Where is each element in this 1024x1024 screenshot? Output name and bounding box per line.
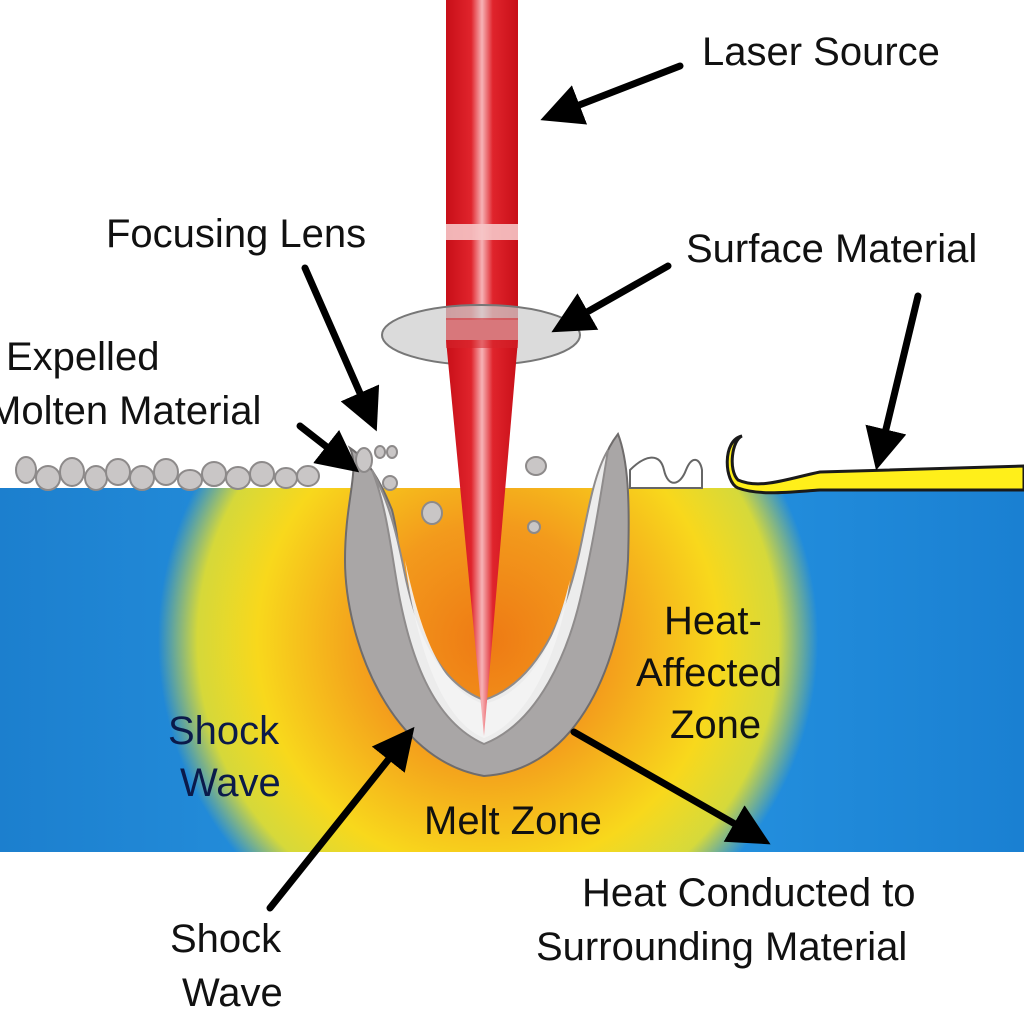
label-shock-wave-inner-line2: Wave xyxy=(180,761,281,805)
label-haz-line2: Affected xyxy=(636,651,782,695)
expelled-debris xyxy=(15,456,320,491)
surface-material-layer xyxy=(725,434,1024,495)
label-heat-conducted-line1: Heat Conducted to xyxy=(582,871,916,915)
label-melt-zone: Melt Zone xyxy=(424,799,602,843)
label-expelled-line2: Molten Material xyxy=(0,389,261,433)
arrow-surface-material xyxy=(551,262,672,333)
arrow-surface-layer xyxy=(865,292,922,471)
arrow-shock-wave-outer xyxy=(266,726,415,912)
surface-ridge xyxy=(629,456,703,489)
laser-source-band xyxy=(446,224,518,240)
label-surface-material: Surface Material xyxy=(686,227,977,271)
label-heat-conducted-line2: Surrounding Material xyxy=(536,925,907,969)
laser-beam xyxy=(446,0,518,320)
converging-beam xyxy=(446,340,518,736)
label-shock-wave-outer-line2: Wave xyxy=(182,971,283,1015)
molten-droplets xyxy=(355,445,547,534)
label-laser-source: Laser Source xyxy=(702,30,940,74)
label-expelled-line1: Expelled xyxy=(6,335,159,379)
arrow-heat-conducted xyxy=(570,728,771,845)
label-focusing-lens: Focusing Lens xyxy=(106,212,366,256)
annotation-arrows xyxy=(266,62,922,912)
label-shock-wave-inner-line1: Shock xyxy=(168,709,280,753)
arrow-laser-source xyxy=(540,62,684,125)
arrow-expelled-material xyxy=(296,422,360,473)
label-shock-wave-outer-line1: Shock xyxy=(170,917,282,961)
label-haz-line3: Zone xyxy=(670,703,761,747)
label-haz-line1: Heat- xyxy=(664,599,762,643)
arrow-focusing-lens xyxy=(301,264,380,432)
